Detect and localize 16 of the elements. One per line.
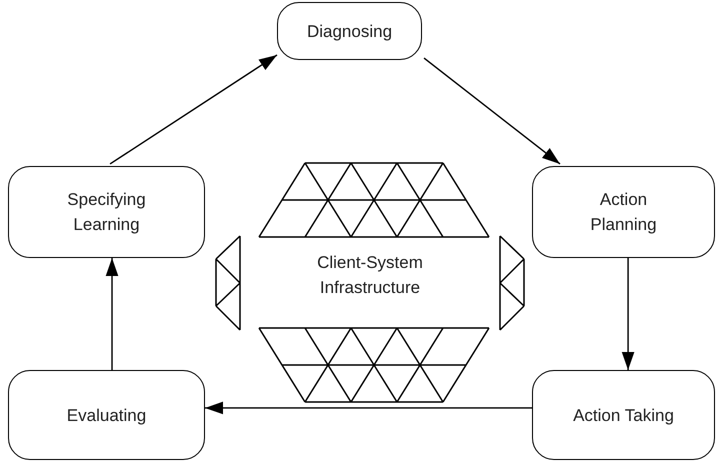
- node-label: Evaluating: [66, 404, 148, 426]
- node-label: Action Planning: [589, 189, 658, 236]
- process-box: [277, 2, 422, 60]
- node-label: Specifying Learning: [66, 189, 147, 236]
- arrow: [622, 258, 634, 370]
- node-label: Client-System Infrastructure: [316, 252, 424, 299]
- process-box: [532, 370, 715, 460]
- arrow: [205, 402, 532, 414]
- node-label: Diagnosing: [306, 20, 394, 42]
- arrow: [424, 57, 560, 165]
- process-box: [8, 370, 205, 460]
- process-box: [8, 166, 205, 258]
- node-label: Action Taking: [572, 404, 675, 426]
- process-box: [532, 166, 715, 258]
- arrow: [110, 54, 278, 165]
- arrow: [106, 258, 118, 370]
